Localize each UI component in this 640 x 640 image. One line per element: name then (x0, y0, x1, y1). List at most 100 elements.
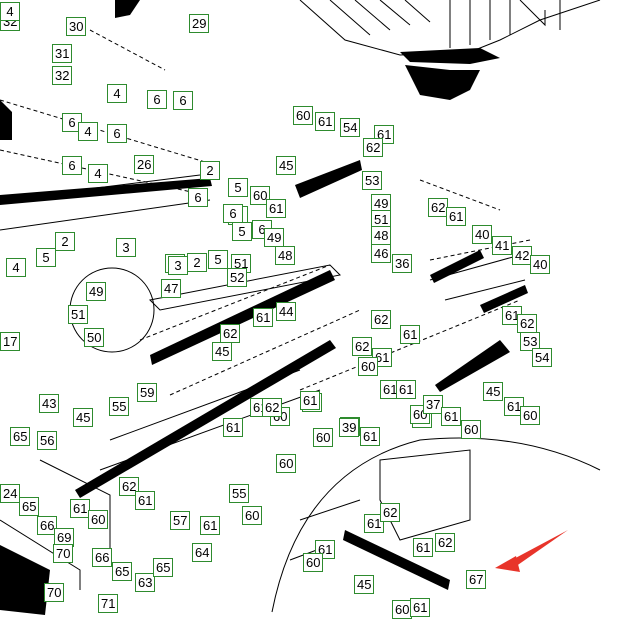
part-number-label: 70 (44, 583, 65, 602)
part-number-label: 50 (84, 328, 105, 347)
part-number-label: 61 (223, 418, 244, 437)
part-number-label: 62 (262, 398, 283, 417)
part-number-label: 46 (371, 244, 392, 263)
part-number-label: 37 (423, 395, 444, 414)
part-number-label: 29 (189, 14, 210, 33)
part-number-label: 63 (135, 573, 156, 592)
part-number-label: 5 (232, 222, 252, 241)
part-number-label: 61 (70, 499, 91, 518)
part-number-label: 62 (352, 337, 373, 356)
part-number-label: 6 (173, 91, 193, 110)
part-number-label: 61 (253, 308, 274, 327)
part-number-label: 71 (98, 594, 119, 613)
part-number-label: 70 (53, 544, 74, 563)
part-number-label: 39 (339, 418, 360, 437)
part-number-label: 62 (371, 310, 392, 329)
part-number-label: 54 (340, 118, 361, 137)
part-number-label: 32 (52, 66, 73, 85)
part-number-label: 61 (400, 325, 421, 344)
part-number-label: 60 (392, 600, 413, 619)
part-number-label: 4 (107, 84, 127, 103)
part-number-label: 55 (229, 484, 250, 503)
callout-arrow (495, 530, 568, 572)
part-number-label: 66 (92, 548, 113, 567)
part-number-label: 45 (73, 408, 94, 427)
part-number-label: 62 (517, 314, 538, 333)
part-number-label: 62 (119, 477, 140, 496)
part-number-label: 51 (68, 305, 89, 324)
part-number-label: 31 (52, 44, 73, 63)
part-number-label: 53 (362, 171, 383, 190)
part-number-label: 61 (360, 427, 381, 446)
part-number-label: 59 (137, 383, 158, 402)
part-number-label: 53 (520, 332, 541, 351)
part-number-label: 45 (483, 382, 504, 401)
part-number-label: 48 (371, 226, 392, 245)
part-number-label: 65 (112, 562, 133, 581)
part-number-label: 26 (134, 155, 155, 174)
part-number-label: 60 (313, 428, 334, 447)
part-number-label: 60 (358, 357, 379, 376)
part-number-label: 52 (227, 268, 248, 287)
part-number-label: 2 (187, 253, 207, 272)
part-number-label: 48 (275, 246, 296, 265)
part-number-label: 6 (107, 124, 127, 143)
part-number-label: 49 (264, 228, 285, 247)
part-number-label: 60 (461, 420, 482, 439)
part-number-label: 2 (200, 161, 220, 180)
part-number-label: 57 (170, 511, 191, 530)
part-number-label: 49 (86, 282, 107, 301)
part-number-label: 62 (435, 533, 456, 552)
part-number-label: 40 (472, 225, 493, 244)
part-number-label: 17 (0, 332, 21, 351)
part-number-label: 6 (62, 156, 82, 175)
part-number-label: 61 (315, 112, 336, 131)
part-number-label: 61 (266, 199, 287, 218)
part-number-label: 6 (147, 90, 167, 109)
part-number-label: 61 (200, 516, 221, 535)
part-number-label: 4 (88, 164, 108, 183)
part-number-label: 61 (396, 380, 417, 399)
part-number-label: 45 (354, 575, 375, 594)
part-number-label: 61 (300, 391, 321, 410)
part-number-label: 5 (208, 250, 228, 269)
part-number-label: 60 (276, 454, 297, 473)
part-number-label: 60 (520, 406, 541, 425)
part-number-label: 44 (276, 302, 297, 321)
part-number-label: 64 (192, 543, 213, 562)
part-number-label: 5 (36, 248, 56, 267)
part-number-label: 2 (55, 232, 75, 251)
part-number-label: 60 (250, 186, 271, 205)
part-number-label: 61 (441, 407, 462, 426)
part-number-label: 66 (37, 516, 58, 535)
part-number-label: 65 (19, 497, 40, 516)
part-number-label: 45 (276, 156, 297, 175)
part-number-label: 4 (6, 258, 26, 277)
part-number-label: 67 (466, 570, 487, 589)
part-number-label: 60 (88, 510, 109, 529)
part-number-label: 6 (188, 188, 208, 207)
part-number-label: 62 (220, 324, 241, 343)
part-number-label: 65 (10, 427, 31, 446)
part-number-label: 41 (492, 236, 513, 255)
part-number-label: 60 (303, 553, 324, 572)
part-number-label: 43 (39, 394, 60, 413)
part-number-label: 6 (223, 204, 243, 223)
part-number-label: 61 (380, 380, 401, 399)
part-number-label: 61 (364, 514, 385, 533)
part-number-label: 61 (446, 207, 467, 226)
part-number-label: 4 (0, 2, 20, 21)
part-number-label: 36 (392, 254, 413, 273)
part-number-label: 62 (428, 198, 449, 217)
part-number-label: 61 (504, 397, 525, 416)
part-number-label: 4 (78, 122, 98, 141)
part-number-label: 62 (380, 503, 401, 522)
part-number-label: 54 (532, 348, 553, 367)
part-number-label: 61 (413, 538, 434, 557)
part-number-label: 65 (153, 558, 174, 577)
part-number-label: 62 (363, 138, 384, 157)
part-number-label: 60 (293, 106, 314, 125)
part-number-label: 3 (168, 256, 188, 275)
